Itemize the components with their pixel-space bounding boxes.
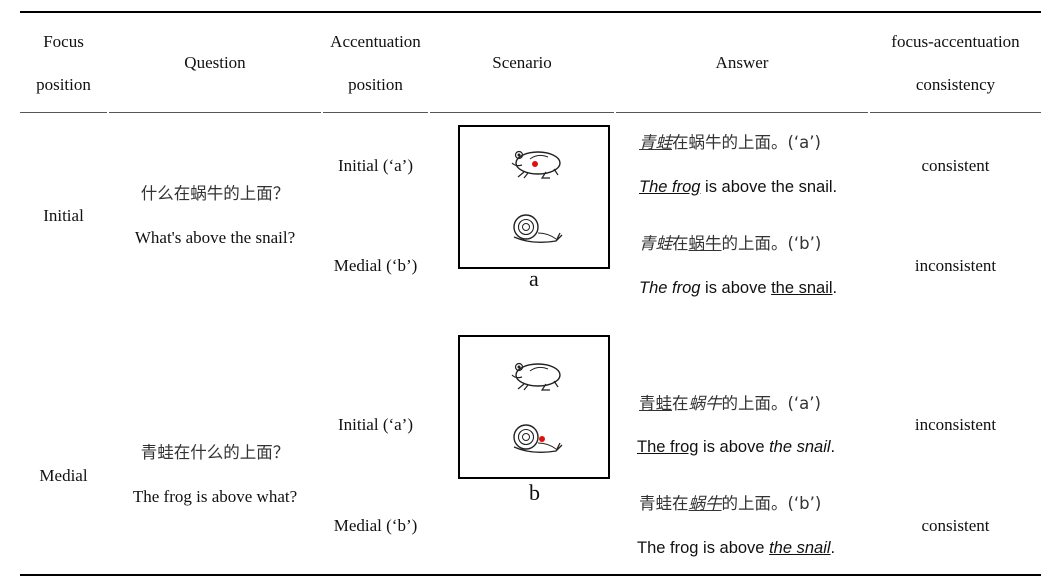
frog-icon <box>511 362 561 391</box>
question-en: What's above the snail? <box>134 228 296 247</box>
scenario-illustration <box>511 150 563 243</box>
focus-cell: Initial <box>43 206 84 225</box>
answer-en: The frog is above the snail. <box>639 279 838 297</box>
header-rule-4 <box>430 112 614 113</box>
accent-dot <box>532 161 538 167</box>
scenario-label: a <box>529 266 539 291</box>
scenario-illustration <box>511 362 563 453</box>
consistency-cell: consistent <box>921 156 990 175</box>
answer-en: The frog is above the snail. <box>637 539 836 557</box>
scenario-image <box>458 125 610 269</box>
question-cn: 青蛙在什么的上面？ <box>140 443 290 462</box>
scenario-image <box>458 335 610 479</box>
consistency-cell: inconsistent <box>914 415 997 434</box>
consistency-cell: inconsistent <box>914 256 997 275</box>
header-consistency: focus-accentuation consistency <box>891 32 1020 94</box>
focus-cell: Medial <box>39 466 88 485</box>
answer-en: The frog is above the snail. <box>637 438 836 456</box>
header-rule-1 <box>20 112 107 113</box>
answer-en: The frog is above the snail. <box>639 178 838 196</box>
question-cn: 什么在蜗牛的上面？ <box>140 184 290 203</box>
question-en: The frog is above what? <box>132 487 298 506</box>
answer-cn: 青蛙在蜗牛的上面。(‘b’) <box>639 494 822 513</box>
header-scenario: Scenario <box>492 53 552 72</box>
consistency-cell: consistent <box>921 516 990 535</box>
header-rule-2 <box>109 112 321 113</box>
scenario-label: b <box>529 480 540 505</box>
header-rule-5 <box>616 112 868 113</box>
header-rule-6 <box>870 112 1041 113</box>
answer-cn: 青蛙在蜗牛的上面。(‘b’) <box>639 234 822 253</box>
header-accent: Accentuation position <box>330 32 421 94</box>
header-answer: Answer <box>715 53 769 72</box>
accent-dot <box>539 436 545 442</box>
header-rule-3 <box>323 112 428 113</box>
accent-cell: Medial (‘b’) <box>333 516 418 535</box>
accent-cell: Initial (‘a’) <box>337 415 414 434</box>
header-question: Question <box>184 53 246 72</box>
answer-cn: 青蛙在蜗牛的上面。(‘a’) <box>639 394 821 413</box>
snail-icon <box>513 214 563 243</box>
table-top-rule <box>20 11 1041 13</box>
answer-cn: 青蛙在蜗牛的上面。(‘a’) <box>639 133 821 152</box>
table-bottom-rule <box>20 574 1041 576</box>
accent-cell: Initial (‘a’) <box>337 156 414 175</box>
header-focus: Focus position <box>36 32 91 94</box>
snail-icon <box>513 424 563 453</box>
accent-cell: Medial (‘b’) <box>333 256 418 275</box>
frog-icon <box>511 150 561 179</box>
